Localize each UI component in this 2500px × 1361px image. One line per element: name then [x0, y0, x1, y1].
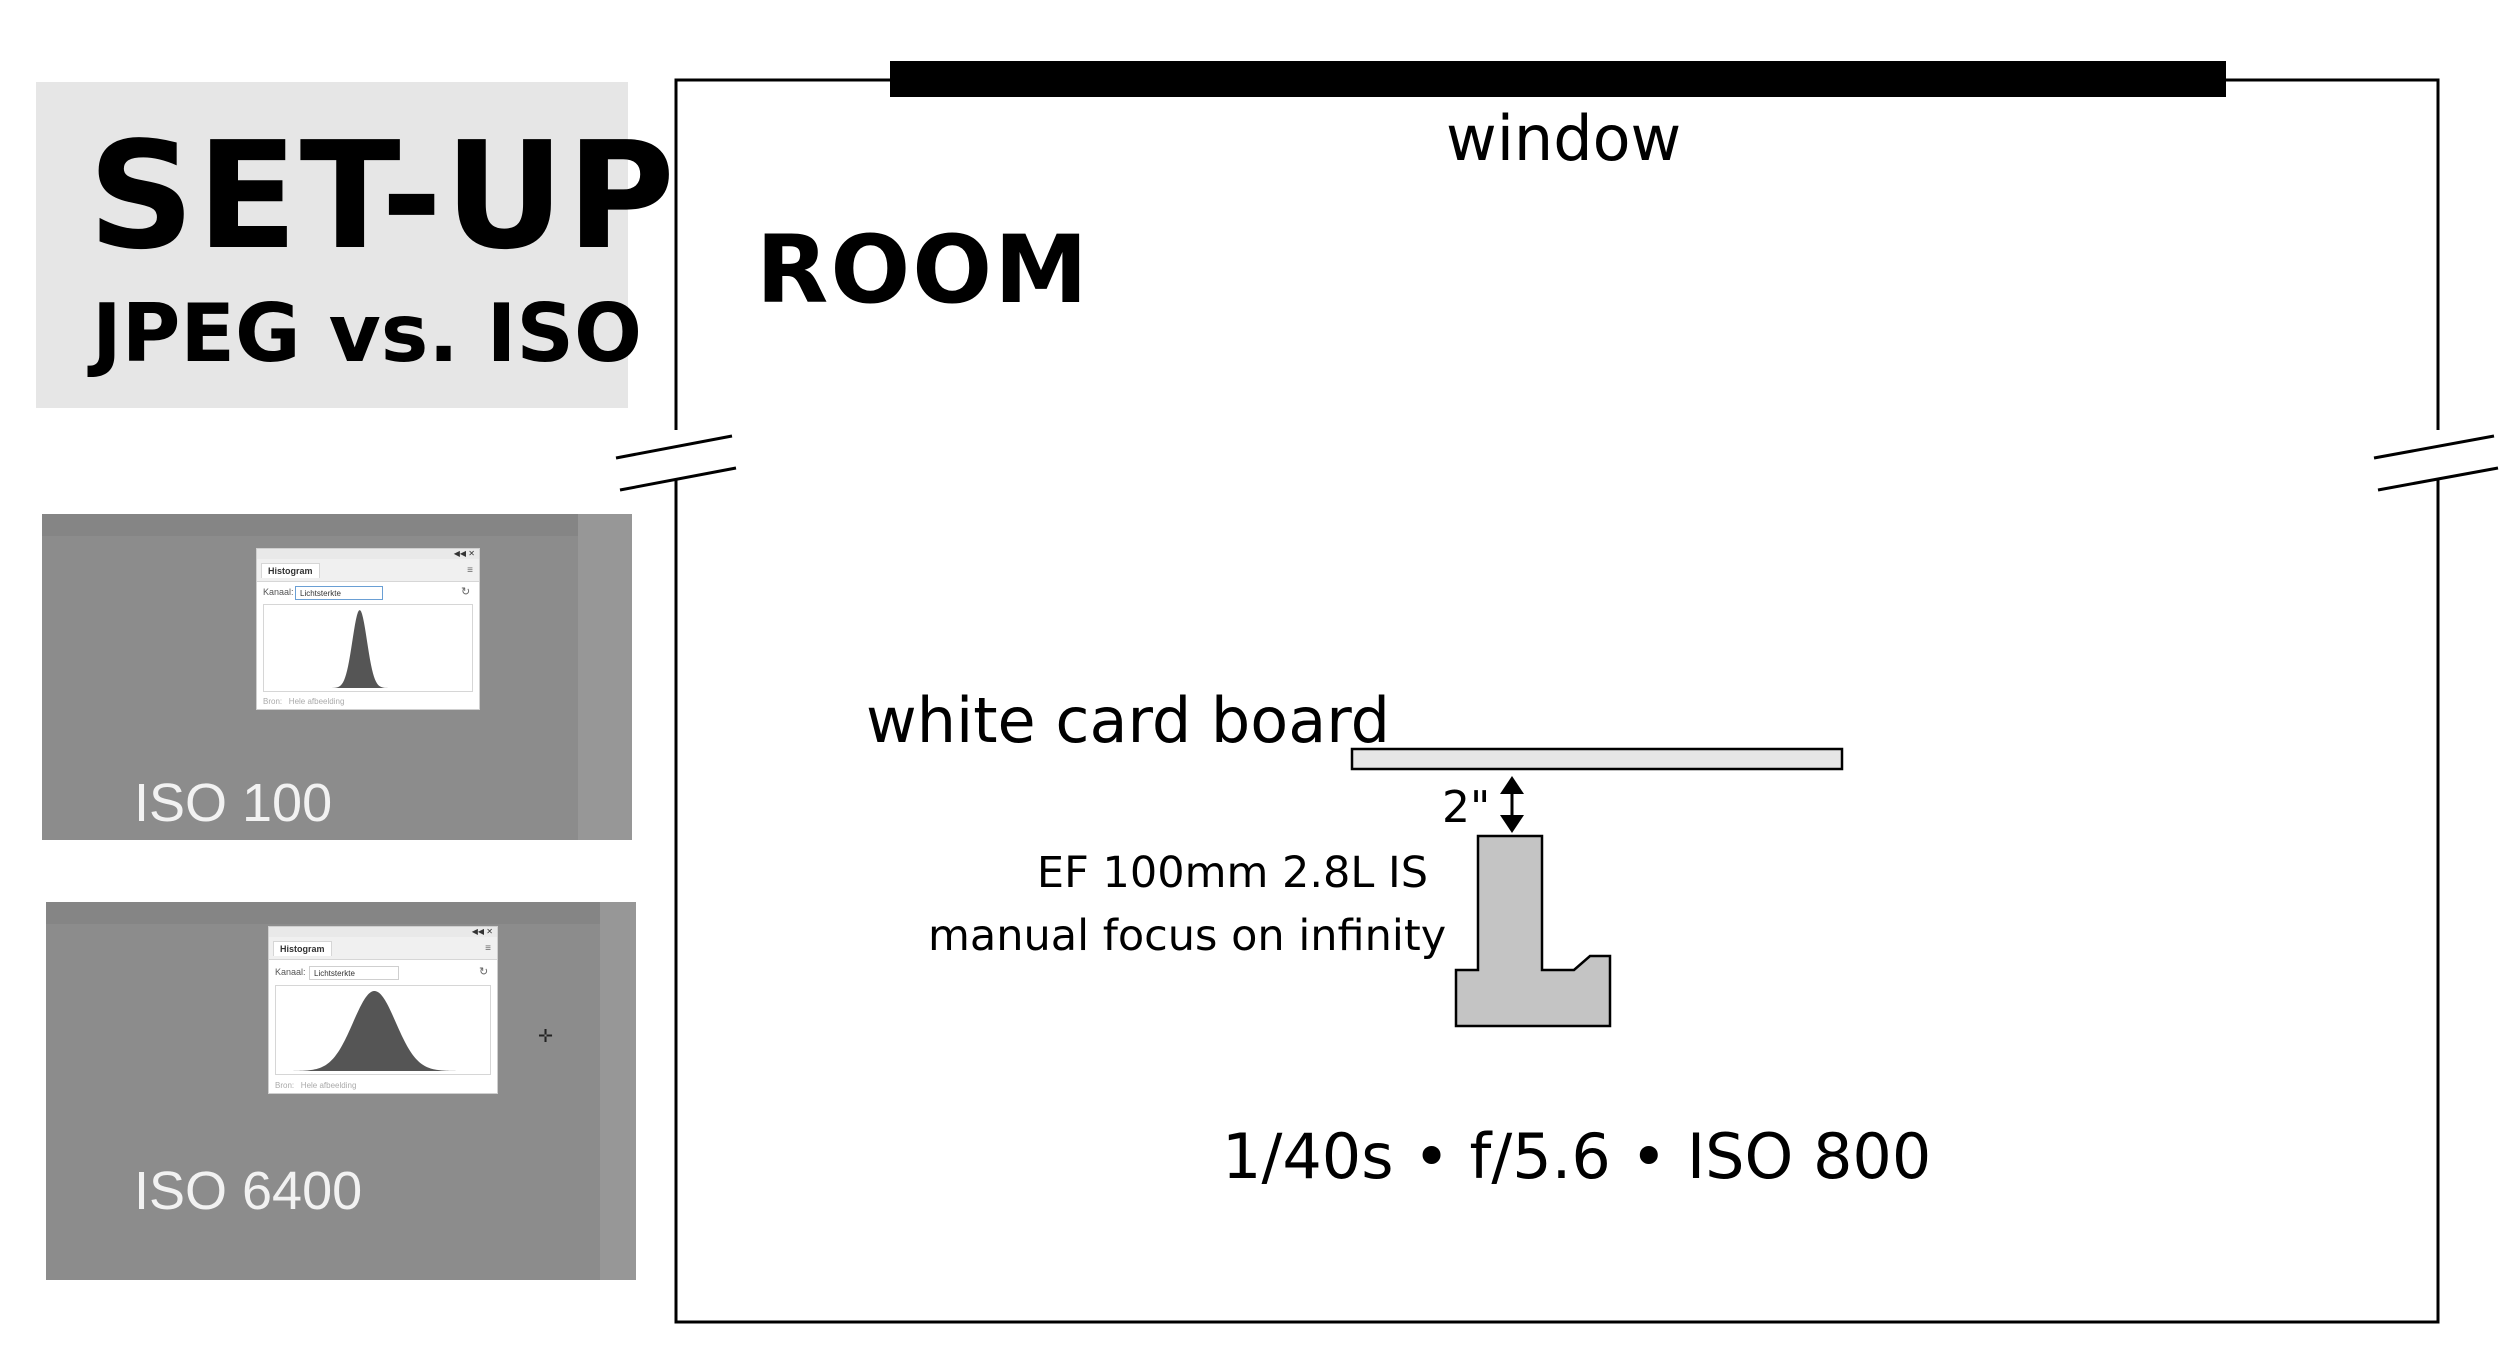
panel-tabrow: Histogram ≡	[269, 937, 497, 960]
refresh-icon[interactable]: ↻	[461, 586, 471, 598]
title-main: SET-UP	[88, 110, 677, 282]
menu-icon[interactable]: ≡	[485, 943, 491, 954]
channel-select[interactable]: Lichtsterkte	[309, 966, 399, 980]
title-box: SET-UP JPEG vs. ISO	[36, 82, 675, 408]
move-cursor-icon: ✛	[538, 1026, 554, 1047]
break-gap-left	[668, 430, 688, 480]
histogram-area	[275, 985, 491, 1075]
tab-histogram[interactable]: Histogram	[273, 941, 332, 956]
source-value: Hele afbeelding	[300, 1081, 357, 1090]
refresh-icon[interactable]: ↻	[479, 966, 489, 978]
histogram-graph	[264, 610, 472, 688]
source-label: Bron:	[275, 1081, 295, 1090]
thumb-shade	[42, 514, 632, 536]
thumbnail-iso-6400: ◀◀ ✕ Histogram ≡ Kanaal: Lichtsterkte ↻ …	[46, 902, 636, 1280]
title-subtitle: JPEG vs. ISO	[92, 287, 642, 380]
menu-icon[interactable]: ≡	[467, 565, 473, 576]
white-card-board	[1350, 747, 1844, 771]
thumb-edge	[578, 514, 632, 840]
exposure-settings: 1/40s • f/5.6 • ISO 800	[1222, 1120, 1932, 1193]
thumbnail-iso-100: ◀◀ ✕ Histogram ≡ Kanaal: Lichtsterkte ↻ …	[42, 514, 632, 840]
source-value: Hele afbeelding	[288, 697, 345, 706]
camera-lens-icon	[1454, 834, 1612, 1028]
histogram-graph	[276, 991, 490, 1071]
gap-arrow-down	[1500, 815, 1524, 833]
window-bar	[890, 61, 2226, 97]
card-board-label: white card board	[866, 684, 1390, 757]
thumb-shade	[46, 902, 636, 924]
break-mark-left-2	[619, 466, 737, 492]
source-row: Bron: Hele afbeelding	[263, 697, 344, 706]
source-label: Bron:	[263, 697, 283, 706]
distance-label: 2"	[1442, 782, 1491, 833]
panel-topbar: ◀◀ ✕	[269, 927, 497, 937]
histogram-panel: ◀◀ ✕ Histogram ≡ Kanaal: Lichtsterkte ↻ …	[256, 548, 480, 710]
source-row: Bron: Hele afbeelding	[275, 1081, 356, 1090]
window-label: window	[1446, 102, 1682, 175]
panel-topbar: ◀◀ ✕	[257, 549, 479, 559]
histogram-panel: ◀◀ ✕ Histogram ≡ Kanaal: Lichtsterkte ↻ …	[268, 926, 498, 1094]
lens-focus: manual focus on infinity	[928, 911, 1447, 962]
iso-label: ISO 100	[134, 773, 333, 833]
break-gap-right	[2428, 430, 2448, 480]
channel-select[interactable]: Lichtsterkte	[295, 586, 383, 600]
channel-label: Kanaal:	[263, 587, 294, 597]
iso-label: ISO 6400	[134, 1161, 363, 1221]
lens-model: EF 100mm 2.8L IS	[1036, 848, 1428, 898]
histogram-area	[263, 604, 473, 692]
break-mark-right-2	[2377, 466, 2499, 492]
histogram-curve	[276, 991, 490, 1071]
histogram-curve	[264, 610, 472, 688]
thumb-edge	[600, 902, 636, 1280]
gap-arrow-up	[1500, 776, 1524, 794]
tab-histogram[interactable]: Histogram	[261, 563, 320, 578]
break-mark-right-1	[2373, 434, 2495, 460]
panel-tabrow: Histogram ≡	[257, 559, 479, 582]
room-label: ROOM	[756, 216, 1090, 325]
channel-label: Kanaal:	[275, 967, 306, 977]
lens-label: EF 100mm 2.8L IS manual focus on infinit…	[928, 842, 1447, 968]
break-mark-left-1	[615, 434, 733, 460]
